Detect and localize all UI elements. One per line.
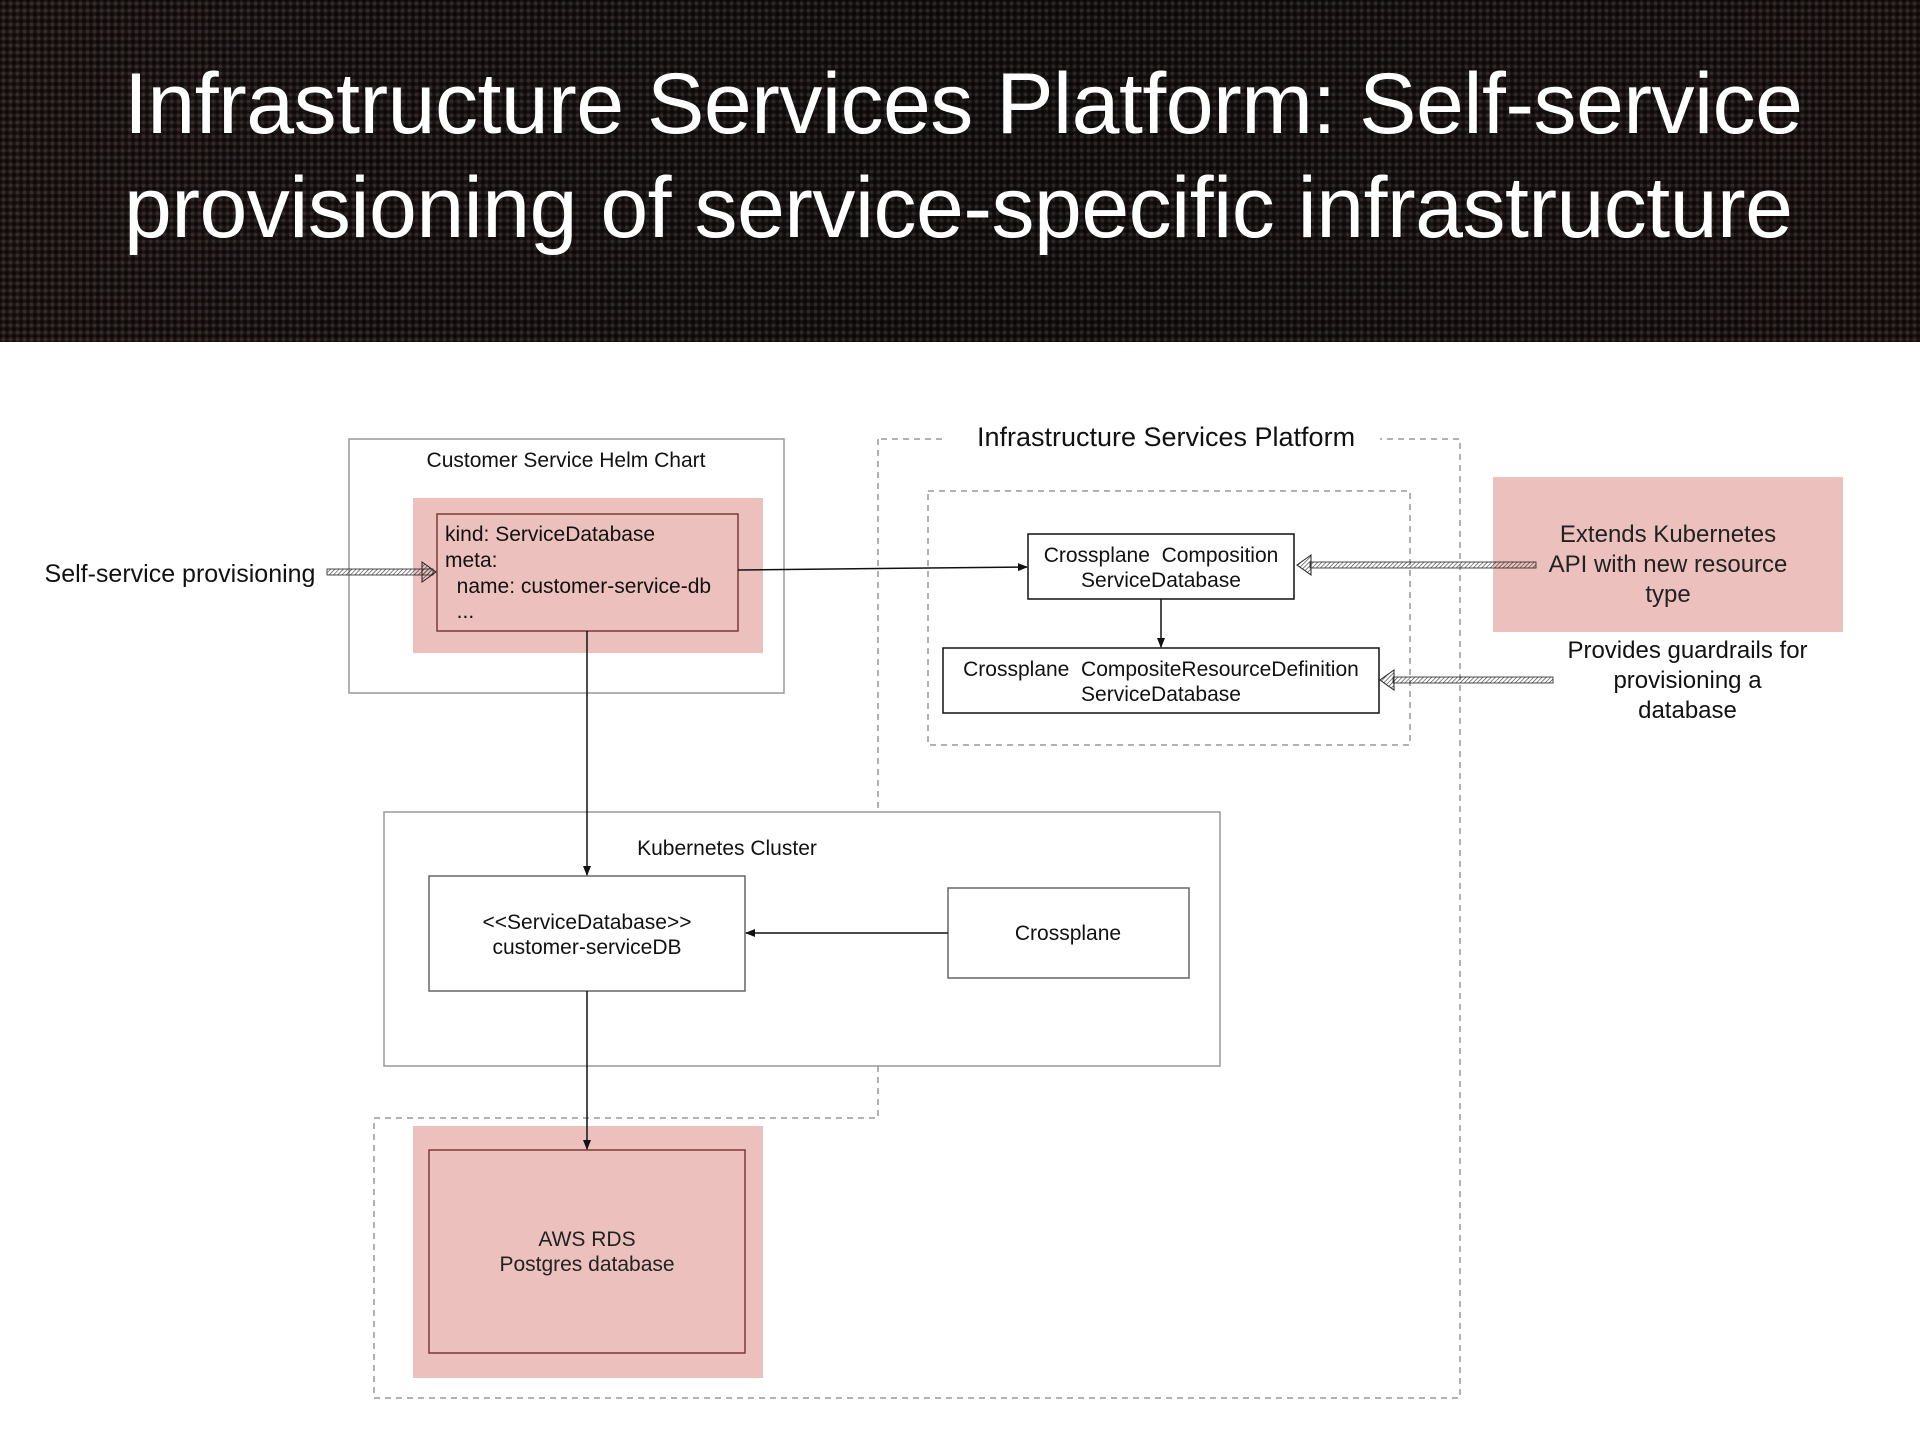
- yaml-line-1: kind: ServiceDatabase: [445, 523, 655, 546]
- service-db-line-2: customer-serviceDB: [492, 936, 681, 959]
- guardrails-note-arrow: [1379, 669, 1554, 691]
- rds-box: [428, 1149, 746, 1354]
- page-title: Infrastructure Services Platform: Self-s…: [124, 56, 1803, 256]
- guardrails-note: Provides guardrails for provisioning a d…: [1567, 637, 1808, 724]
- platform-label: Infrastructure Services Platform: [977, 422, 1355, 452]
- crossplane-label: Crossplane: [1015, 922, 1121, 945]
- xrd-box: [942, 647, 1380, 714]
- composition-line-2: ServiceDatabase: [1081, 569, 1241, 592]
- extends-note-highlight: [1493, 477, 1843, 632]
- arrow-manifest-to-composition: [737, 563, 1028, 572]
- composition-line-1: Crossplane Composition: [1044, 544, 1279, 567]
- xrd-line-2: ServiceDatabase: [1081, 683, 1241, 706]
- self-service-arrow: [326, 561, 437, 583]
- composition-box: [1027, 533, 1295, 600]
- title-banner: Infrastructure Services Platform: Self-s…: [0, 0, 1920, 342]
- helm-highlight: [413, 498, 763, 653]
- extends-note-arrow: [1296, 554, 1537, 576]
- crossplane-group: [927, 490, 1411, 746]
- self-service-provisioning-label: Self-service provisioning: [44, 560, 316, 588]
- crossplane-box: [947, 887, 1190, 979]
- extends-kubernetes-note: Extends Kubernetes API with new resource…: [1548, 521, 1788, 608]
- platform-boundary: [373, 438, 1461, 1399]
- service-db-line-1: <<ServiceDatabase>>: [483, 911, 692, 934]
- rds-highlight: [413, 1126, 763, 1378]
- k8s-cluster-label: Kubernetes Cluster: [637, 837, 817, 860]
- service-db-instance-box: [428, 875, 746, 992]
- rds-line-2: Postgres database: [499, 1253, 674, 1276]
- xrd-line-1: Crossplane CompositeResourceDefinition: [963, 658, 1359, 681]
- rds-line-1: AWS RDS: [538, 1228, 635, 1251]
- yaml-line-4: ...: [445, 600, 474, 623]
- platform-label-mask: [946, 424, 1380, 454]
- yaml-line-2: meta:: [445, 549, 498, 572]
- helm-chart-label: Customer Service Helm Chart: [427, 449, 706, 472]
- yaml-line-3: name: customer-service-db: [445, 575, 711, 598]
